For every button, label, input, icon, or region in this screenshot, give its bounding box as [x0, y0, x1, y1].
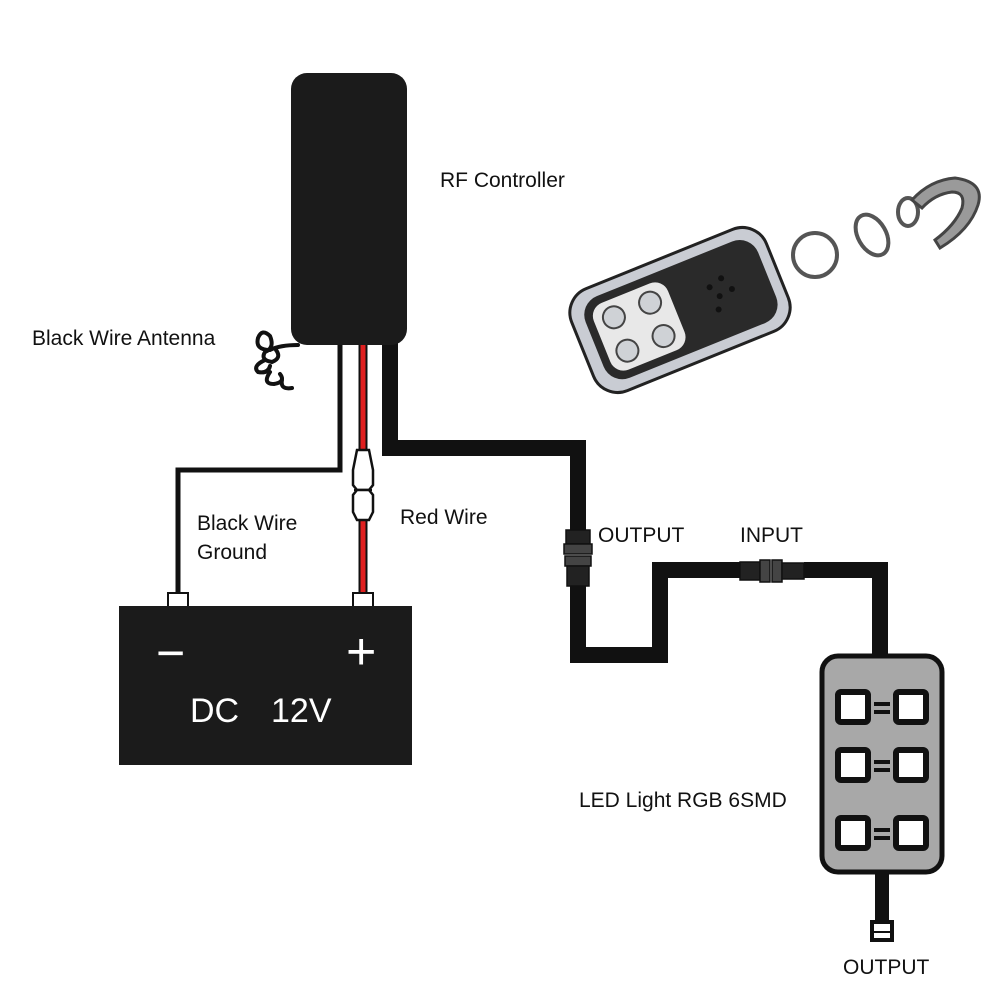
output-cable: [382, 340, 586, 530]
rf-controller-label: RF Controller: [440, 169, 565, 192]
key-fob-remote-icon: [568, 226, 792, 394]
antenna-label: Black Wire Antenna: [32, 327, 216, 350]
keyring-icon: [791, 176, 981, 279]
black-ground-wire: [175, 340, 343, 597]
battery-positive-terminal: [352, 592, 374, 608]
antenna-coil: [254, 330, 300, 391]
ground-label-line2: Ground: [197, 541, 268, 564]
battery-voltage: 12V: [271, 692, 332, 730]
battery-plus-sign: +: [346, 623, 377, 681]
battery-minus-sign: −: [156, 625, 186, 681]
inline-fuse-connector: [351, 448, 375, 522]
output-connector: [563, 529, 593, 587]
led-light-panel: [819, 653, 945, 875]
led-light-label: LED Light RGB 6SMD: [579, 789, 787, 812]
extension-cable: [570, 562, 740, 663]
input-connector: [739, 559, 805, 583]
led-feed-cable: [804, 562, 888, 660]
battery-body: [119, 606, 412, 765]
rf-controller-body: [291, 73, 407, 345]
input-label: INPUT: [740, 524, 803, 547]
ground-label-line1: Black Wire: [197, 512, 298, 535]
battery-negative-terminal: [167, 592, 189, 608]
output-top-label: OUTPUT: [598, 524, 685, 547]
output-bottom-label: OUTPUT: [843, 956, 930, 979]
red-wire-label: Red Wire: [400, 506, 488, 529]
battery-voltage-prefix: DC: [190, 692, 240, 730]
